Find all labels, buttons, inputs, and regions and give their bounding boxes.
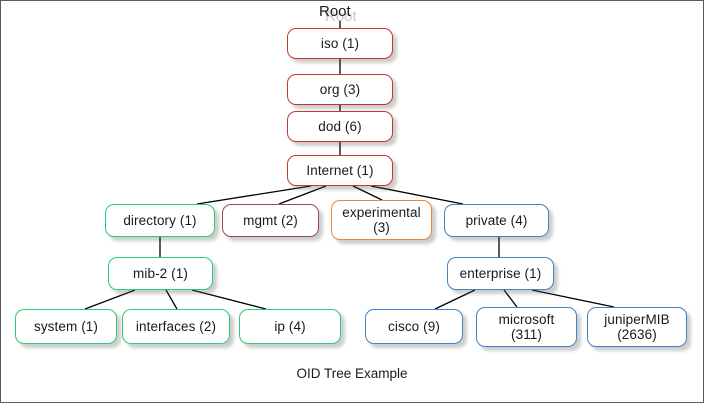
node-label-juniperMIB: juniperMIB(2636) [604, 312, 670, 342]
node-label-private: private (4) [465, 213, 528, 228]
node-label-system: system (1) [33, 319, 98, 334]
node-dod[interactable]: dod (6) [287, 111, 393, 142]
edge-mib2-to-system [84, 289, 136, 310]
edge-mib2-to-ip [191, 289, 267, 310]
diagram-caption: OID Tree Example [296, 366, 408, 381]
node-mgmt[interactable]: mgmt (2) [222, 204, 319, 237]
edge-internet-to-mgmt [278, 185, 327, 205]
node-label-org: org (3) [319, 82, 361, 97]
edge-internet-to-directory [196, 185, 312, 205]
node-org[interactable]: org (3) [287, 74, 393, 105]
node-label-mib2: mib-2 (1) [133, 266, 188, 281]
edge-enterprise-to-cisco [434, 289, 476, 310]
node-label-cisco: cisco (9) [388, 319, 440, 334]
node-mib2[interactable]: mib-2 (1) [108, 257, 213, 290]
node-label-interfaces: interfaces (2) [135, 319, 217, 334]
node-label-experimental: experimental(3) [342, 205, 421, 235]
node-enterprise[interactable]: enterprise (1) [447, 257, 554, 290]
node-experimental[interactable]: experimental(3) [331, 200, 432, 240]
node-label-microsoft: microsoft(311) [498, 312, 555, 342]
node-iso[interactable]: iso (1) [287, 28, 393, 59]
node-interfaces[interactable]: interfaces (2) [122, 309, 230, 344]
edge-enterprise-to-microsoft [503, 289, 518, 308]
node-label-iso: iso (1) [320, 36, 360, 51]
node-label-dod: dod (6) [318, 119, 362, 134]
node-label-internet: Internet (1) [306, 163, 374, 178]
edge-mib2-to-interfaces [165, 289, 178, 310]
node-label-enterprise: enterprise (1) [459, 266, 542, 281]
node-microsoft[interactable]: microsoft(311) [476, 307, 577, 347]
node-label-mgmt: mgmt (2) [243, 213, 298, 228]
node-private[interactable]: private (4) [444, 204, 549, 237]
edge-enterprise-to-juniperMIB [531, 289, 615, 308]
node-cisco[interactable]: cisco (9) [365, 309, 463, 344]
node-internet[interactable]: Internet (1) [287, 155, 393, 186]
node-label-directory: directory (1) [123, 213, 197, 228]
root-label: Root [319, 3, 351, 20]
root-label-ghost: Root [325, 8, 357, 25]
node-juniperMIB[interactable]: juniperMIB(2636) [587, 307, 687, 347]
node-directory[interactable]: directory (1) [105, 204, 215, 237]
node-ip[interactable]: ip (4) [239, 309, 341, 344]
node-label-ip: ip (4) [274, 319, 306, 334]
node-system[interactable]: system (1) [15, 309, 117, 344]
edge-internet-to-experimental [352, 185, 383, 201]
